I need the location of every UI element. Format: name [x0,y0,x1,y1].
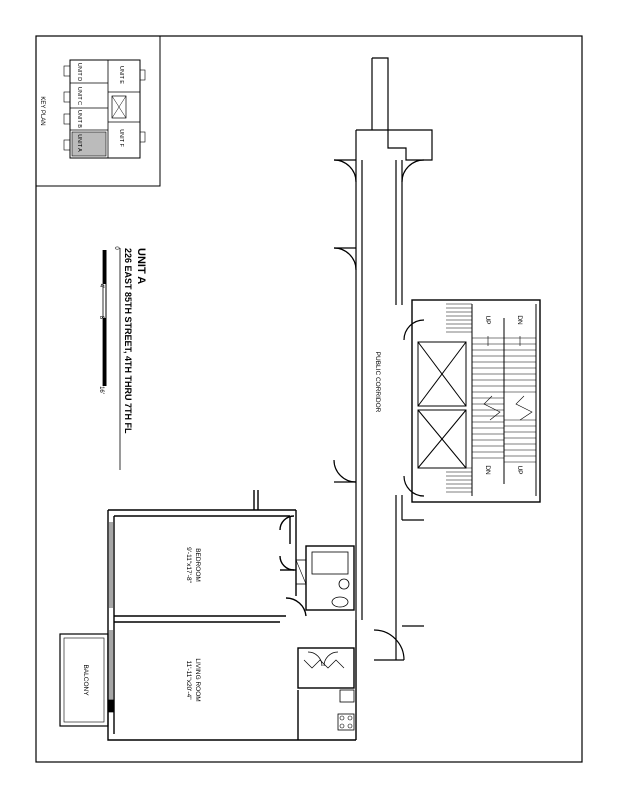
key-plan-unit-b: UNIT B [76,110,82,128]
key-plan-unit-a: UNIT A [76,134,82,152]
scale-label-16: 16' [98,386,104,394]
stair-up-bottom: UP [516,465,523,474]
elevator-stair-core [411,299,541,503]
title-block: UNIT A 226 EAST 85TH STREET, 4TH THRU 7T… [119,248,147,470]
corridor-label: PUBLIC CORRIDOR [374,352,381,413]
key-plan-unit-c: UNIT C [76,87,82,105]
bedroom-dims: 9'-11"x17'-8" [185,547,192,584]
bedroom-label: BEDROOM [194,548,201,582]
public-corridor [333,57,433,661]
unit-a-plan [107,490,357,741]
address-title: 226 EAST 85TH STREET, 4TH THRU 7TH FL [123,248,133,434]
balcony [59,633,109,727]
sheet-border [35,35,583,763]
key-plan: KEY PLAN UNIT D UNIT C UNIT B UNIT A UNI… [35,35,161,187]
key-plan-unit-d: UNIT D [76,63,82,81]
key-plan-unit-f: UNIT F [118,129,124,147]
stair-dn-bottom: DN [484,465,491,475]
windows [107,522,115,713]
key-plan-label: KEY PLAN [39,96,45,125]
stair-up-top: UP [484,315,491,324]
scale-label-0: 0 [113,246,119,250]
stair-dn-top: DN [516,315,523,325]
living-room-label: LIVING ROOM [194,658,201,701]
scale-label-4: 4' [98,284,104,288]
scale-bar: 0 4' 8' 16' [98,246,119,394]
key-plan-unit-a-highlight [71,131,107,157]
balcony-label: BALCONY [82,664,89,696]
stair-treads [446,303,536,493]
unit-title: UNIT A [135,248,147,284]
key-plan-unit-e: UNIT E [118,66,124,84]
living-room-dims: 11'-11"x20'-4" [185,660,192,700]
scale-label-8: 8' [98,316,104,320]
